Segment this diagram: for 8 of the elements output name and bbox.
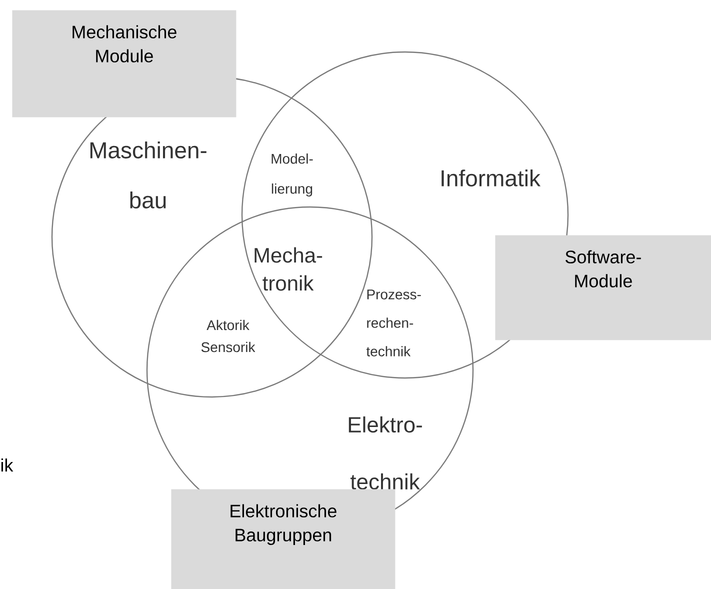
region-label: Aktorik Sensorik	[201, 320, 256, 352]
module-box: Elektronische Baugruppen	[171, 489, 396, 589]
module-box: Mechanische Module	[12, 10, 236, 118]
region-label: Prozess- rechen- technik	[366, 290, 421, 356]
region-label: Mecha- tronik	[254, 247, 322, 291]
cut-off-text: ik	[1, 458, 14, 472]
region-label: Model- lierung	[272, 153, 313, 197]
module-box: Software- Module	[495, 235, 711, 340]
